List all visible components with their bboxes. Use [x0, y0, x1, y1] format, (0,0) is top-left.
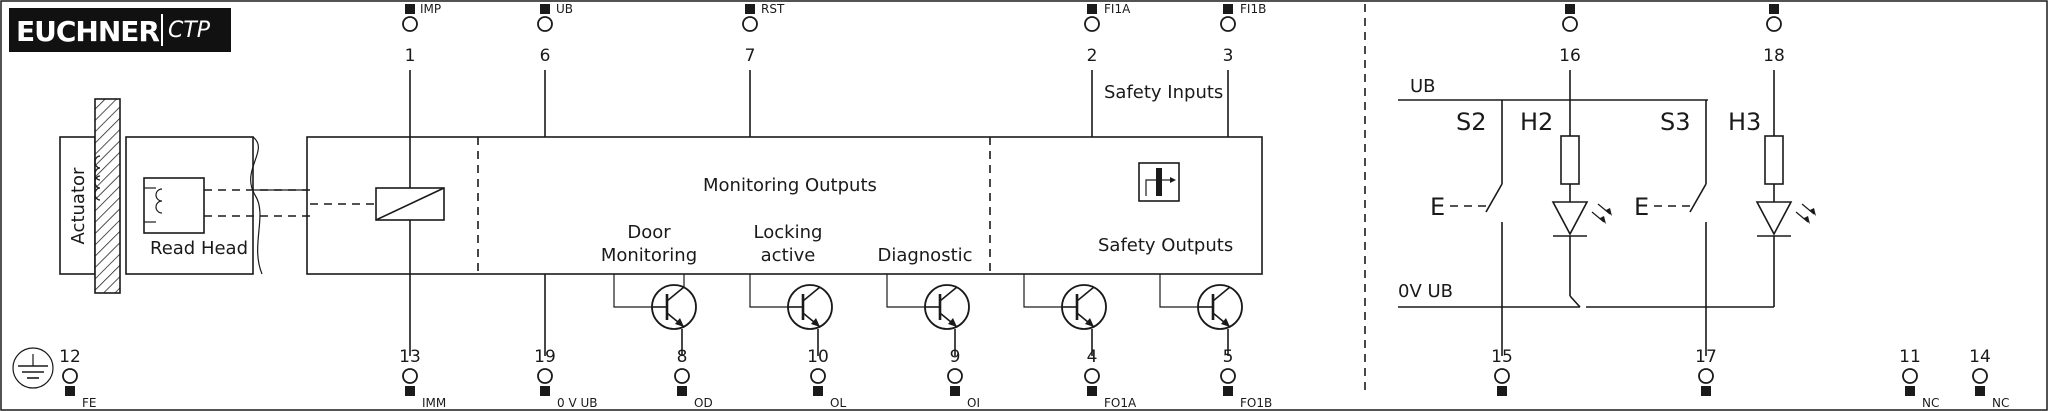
top-terminal-number: 16: [1559, 46, 1581, 66]
euchner-logo: EUCHNER CTP: [9, 8, 231, 52]
bottom-terminal-5: 5 FO1B: [1220, 347, 1272, 410]
top-terminal-7: RST 7: [742, 2, 785, 66]
monitoring-outputs-label: Monitoring Outputs: [703, 175, 877, 196]
door-monitoring-label: Door: [627, 222, 671, 243]
top-terminal-signal: FI1A: [1104, 2, 1131, 16]
bottom-terminal-signal: FO1A: [1104, 396, 1137, 410]
top-terminal-signal: RST: [761, 2, 785, 16]
bottom-terminal-number: 10: [807, 347, 829, 367]
top-terminal-16: 16: [1559, 3, 1581, 66]
safety-outputs-label: Safety Outputs: [1098, 235, 1233, 256]
transistor-fo1b-icon: [1159, 274, 1244, 356]
safety-function-icon: [1138, 162, 1180, 202]
read-head-label: Read Head: [150, 238, 248, 259]
bottom-terminal-4: 4 FO1A: [1084, 347, 1137, 410]
bottom-terminal-signal: NC: [1922, 396, 1939, 410]
top-terminal-1: IMP 1: [402, 2, 441, 66]
transistor-oi-icon: [886, 274, 971, 356]
bottom-terminal-number: 17: [1695, 347, 1717, 367]
bottom-terminal-signal: FE: [82, 396, 96, 410]
bottom-terminal-number: 11: [1899, 347, 1921, 367]
switch-s2-label: S2: [1456, 108, 1487, 136]
bottom-terminal-signal: 0 V UB: [557, 396, 598, 410]
bottom-terminal-14: 14 NC: [1969, 347, 2009, 410]
bottom-terminal-17: 17: [1695, 347, 1717, 397]
transistor-ol-icon: [749, 274, 834, 356]
bottom-terminal-number: 8: [677, 347, 688, 367]
top-terminal-2: FI1A 2: [1084, 2, 1131, 66]
bottom-terminal-number: 14: [1969, 347, 1991, 367]
top-terminal-number: 18: [1763, 46, 1785, 66]
bottom-terminal-signal: IMM: [422, 396, 446, 410]
lamp-h2-label: H2: [1520, 108, 1553, 136]
switch-e-label: E: [1634, 193, 1649, 221]
bottom-terminal-number: 5: [1223, 347, 1234, 367]
bottom-terminal-11: 11 NC: [1899, 347, 1939, 410]
ground-icon: [12, 347, 54, 389]
bottom-terminal-signal: NC: [1992, 396, 2009, 410]
bottom-terminal-12: 12 FE: [59, 347, 96, 410]
top-terminal-number: 3: [1223, 46, 1234, 66]
bottom-terminal-9: 9 OI: [947, 347, 980, 410]
transistor-od-icon: [613, 274, 698, 356]
main-module: [306, 136, 1263, 275]
safety-inputs-label: Safety Inputs: [1104, 82, 1223, 103]
bottom-terminal-number: 13: [399, 347, 421, 367]
actuator: Actuator: [59, 98, 121, 294]
bottom-terminal-signal: OD: [694, 396, 713, 410]
switch-e-label: E: [1430, 193, 1445, 221]
logo-model: CTP: [168, 18, 211, 43]
bottom-terminal-8: 8 OD: [674, 347, 713, 410]
actuator-label: Actuator: [68, 167, 89, 244]
bottom-terminal-number: 9: [950, 347, 961, 367]
bottom-terminal-19: 19 0 V UB: [534, 347, 597, 410]
logo-brand: EUCHNER: [16, 15, 159, 48]
bottom-terminal-number: 4: [1087, 347, 1098, 367]
bottom-terminal-number: 12: [59, 347, 81, 367]
top-terminal-3: FI1B 3: [1220, 2, 1266, 66]
locking-active-label: active: [761, 245, 816, 266]
top-terminal-18: 18: [1763, 3, 1785, 66]
bottom-terminal-number: 15: [1491, 347, 1513, 367]
top-terminal-number: 7: [745, 46, 756, 66]
top-terminal-signal: IMP: [420, 2, 441, 16]
transistor-fo1a-icon: [1023, 274, 1108, 356]
top-terminal-number: 2: [1087, 46, 1098, 66]
bottom-terminal-10: 10 OL: [807, 347, 846, 410]
door-monitoring-label: Monitoring: [601, 245, 697, 266]
zero-v-rail-label: 0V UB: [1398, 281, 1453, 302]
read-head: Read Head: [125, 136, 263, 275]
locking-active-label: Locking: [754, 222, 823, 243]
lamp-h3-label: H3: [1728, 108, 1761, 136]
switch-s3-label: S3: [1660, 108, 1691, 136]
diagnostic-label: Diagnostic: [877, 245, 972, 266]
top-terminal-6: UB 6: [537, 2, 573, 66]
top-terminal-number: 6: [540, 46, 551, 66]
external-circuit: UB 0V UB S2 E H2 S3 E H3: [1398, 70, 1816, 356]
bottom-terminal-signal: OL: [830, 396, 846, 410]
bottom-terminal-number: 19: [534, 347, 556, 367]
bottom-terminal-signal: FO1B: [1240, 396, 1272, 410]
bottom-terminal-15: 15: [1491, 347, 1513, 397]
top-terminal-number: 1: [405, 46, 416, 66]
relay-coil-icon: [310, 70, 445, 356]
top-terminal-signal: UB: [556, 2, 573, 16]
bottom-terminal-signal: OI: [967, 396, 980, 410]
top-terminal-signal: FI1B: [1240, 2, 1266, 16]
ub-rail-label: UB: [1410, 76, 1436, 97]
bottom-terminal-13: 13 IMM: [399, 347, 446, 410]
